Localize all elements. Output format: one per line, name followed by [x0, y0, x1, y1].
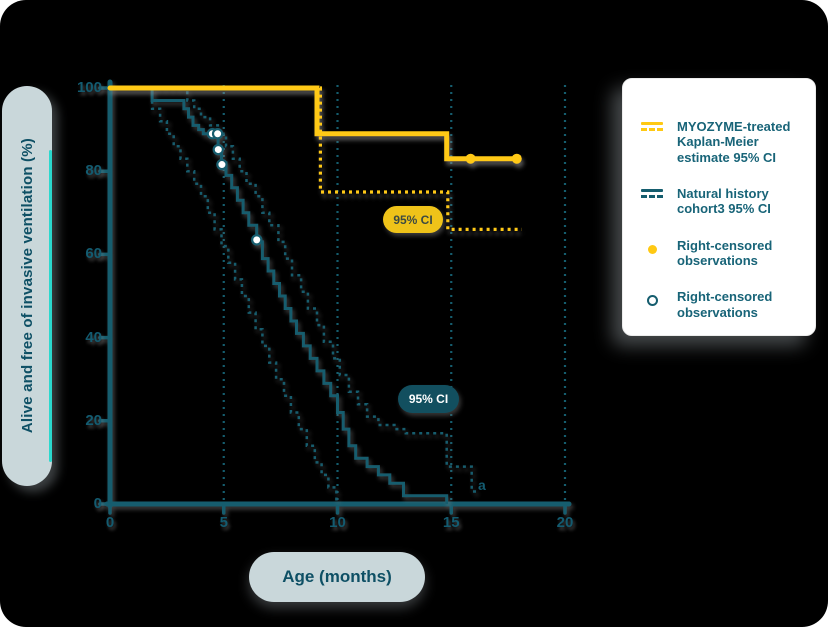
myozyme-ci-pill-label: 95% CI — [393, 212, 433, 227]
y-axis-label-pill: Alive and free of invasive ventilation (… — [2, 86, 52, 486]
x-tick-label-20: 20 — [556, 514, 574, 531]
legend-label-myozyme: MYOZYME-treated Kaplan-Meier estimate 95… — [677, 119, 791, 165]
y-axis-label: Alive and free of invasive ventilation (… — [18, 138, 36, 434]
legend-label-censored-yellow: Right-censored observations — [677, 237, 773, 268]
open-circle-icon — [639, 292, 665, 307]
legend-item-censored-yellow: Right-censored observations — [639, 238, 805, 269]
myozyme-curves — [107, 85, 522, 231]
y-axis-accent-stripe — [49, 150, 52, 462]
x-axis-label: Age (months) — [282, 567, 392, 586]
natural-history-curves — [150, 86, 477, 504]
axes — [98, 79, 572, 515]
legend-label-censored-open: Right-censored observations — [677, 289, 773, 320]
censored-open-circle — [216, 158, 228, 171]
legend-label-natural-history: Natural history cohort3 95% CI — [677, 185, 771, 217]
curve-2 — [150, 86, 449, 504]
natural-history-line-icon — [639, 188, 665, 198]
myozyme-ci-pill: 95% CI — [383, 206, 443, 233]
y-tick-label-60: 60 — [85, 245, 102, 263]
filled-dot-icon — [639, 241, 665, 254]
curve-4 — [155, 86, 477, 493]
censored-open-circle — [211, 128, 224, 140]
x-tick-label-10: 10 — [329, 514, 346, 531]
natural-history-ci-pill-label: 95% CI — [408, 392, 449, 406]
x-tick-label-0: 0 — [105, 514, 115, 531]
footnote-marker: a — [478, 477, 486, 493]
curve-3 — [150, 86, 338, 504]
legend-item-natural-history: Natural history cohort3 95% CI — [639, 186, 805, 217]
myozyme-line-icon — [639, 122, 665, 131]
x-tick-label-15: 15 — [442, 514, 460, 531]
curve-0 — [107, 85, 521, 162]
legend-item-censored-open: Right-censored observations — [639, 289, 805, 320]
y-tick-label-80: 80 — [85, 162, 102, 180]
censored-filled-dot — [511, 153, 522, 164]
natural-history-ci-pill: 95% CI — [398, 385, 459, 413]
gridlines — [222, 85, 567, 502]
y-tick-label-20: 20 — [85, 411, 102, 429]
censored-open-circle — [251, 234, 263, 246]
y-tick-label-100: 100 — [76, 79, 102, 96]
y-tick-label-0: 0 — [93, 495, 102, 512]
legend-card: MYOZYME-treated Kaplan-Meier estimate 95… — [622, 78, 816, 336]
censored-filled-dot — [465, 153, 476, 164]
y-tick-label-40: 40 — [85, 328, 102, 346]
x-axis-label-pill: Age (months) — [249, 552, 425, 602]
x-tick-label-5: 5 — [219, 514, 228, 531]
legend-item-myozyme: MYOZYME-treated Kaplan-Meier estimate 95… — [639, 119, 805, 165]
censored-open-circle — [212, 143, 224, 156]
